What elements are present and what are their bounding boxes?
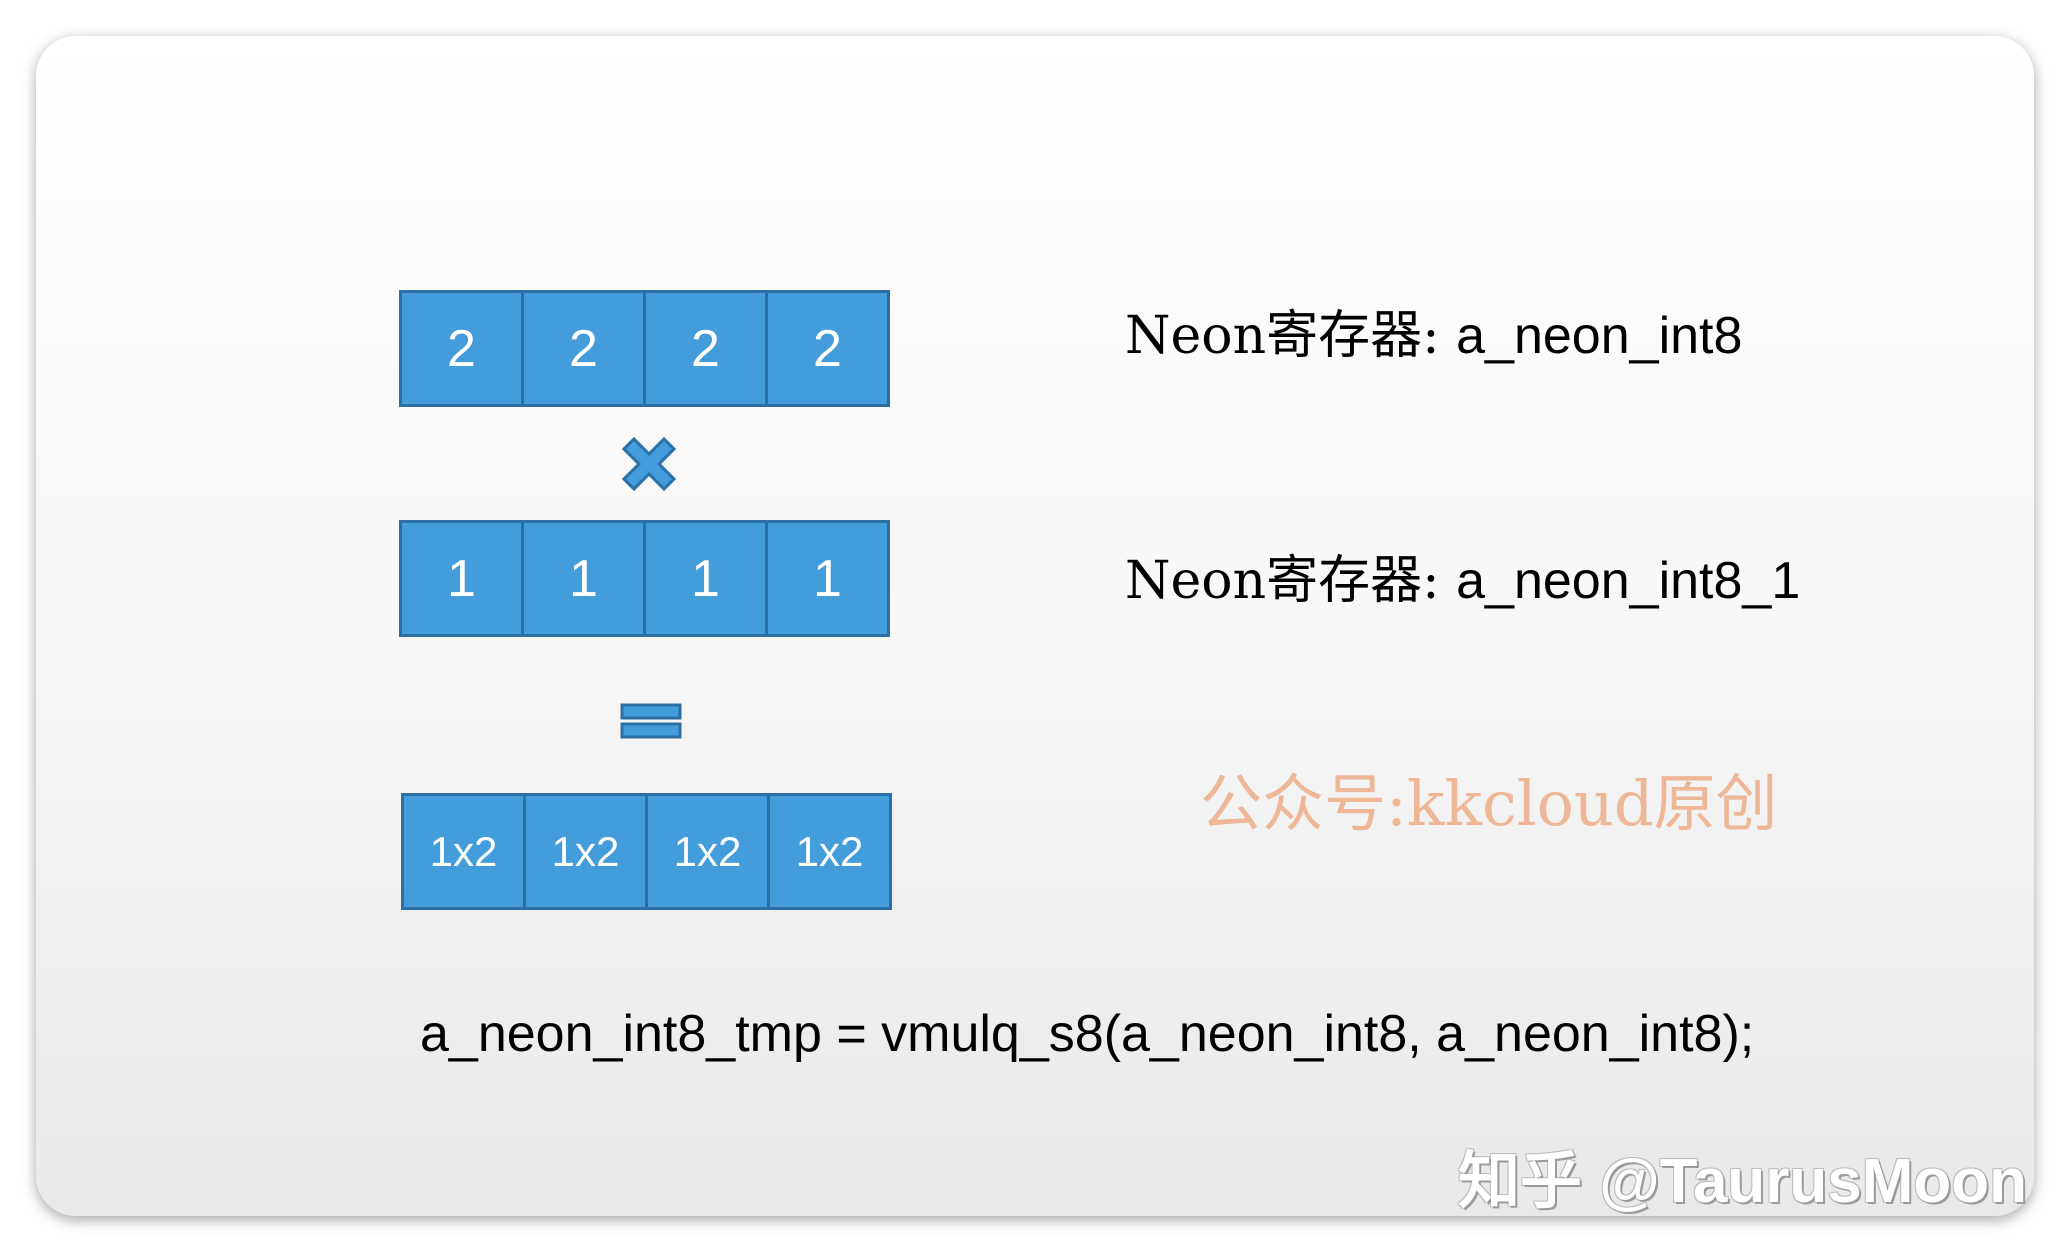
- register-a-lane: 2: [643, 290, 768, 407]
- register-a-row: 2 2 2 2: [399, 290, 890, 407]
- zhihu-credit: 知乎 @TaurusMoon: [1458, 1147, 2028, 1216]
- result-lane: 1x2: [523, 793, 648, 910]
- register-b-label: Neon寄存器: a_neon_int8_1: [1125, 555, 1800, 607]
- register-a-lane: 2: [399, 290, 524, 407]
- result-lane: 1x2: [645, 793, 770, 910]
- slide-card: [36, 36, 2034, 1216]
- register-a-label: Neon寄存器: a_neon_int8: [1125, 310, 1742, 362]
- watermark-text: 公众号:kkcloud原创: [1200, 767, 1778, 840]
- result-lane: 1x2: [767, 793, 892, 910]
- result-row: 1x2 1x2 1x2 1x2: [401, 793, 892, 910]
- register-b-label-name: a_neon_int8_1: [1456, 552, 1801, 610]
- register-b-lane: 1: [399, 520, 524, 637]
- register-a-lane: 2: [765, 290, 890, 407]
- register-b-label-prefix: Neon寄存器:: [1125, 551, 1457, 611]
- register-b-lane: 1: [643, 520, 768, 637]
- register-a-label-name: a_neon_int8: [1456, 307, 1743, 365]
- register-a-label-prefix: Neon寄存器:: [1125, 306, 1457, 366]
- equals-icon: [620, 703, 682, 739]
- register-b-lane: 1: [765, 520, 890, 637]
- result-lane: 1x2: [401, 793, 526, 910]
- code-line: a_neon_int8_tmp = vmulq_s8(a_neon_int8, …: [420, 1005, 1755, 1063]
- register-a-lane: 2: [521, 290, 646, 407]
- register-b-lane: 1: [521, 520, 646, 637]
- multiply-icon: [622, 437, 676, 491]
- register-b-row: 1 1 1 1: [399, 520, 890, 637]
